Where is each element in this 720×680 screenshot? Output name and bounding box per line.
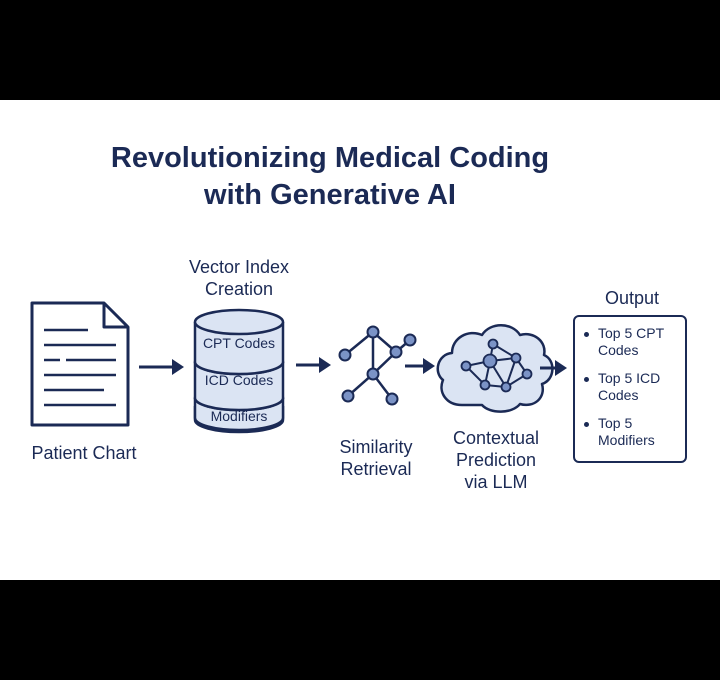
label-similarity-retrieval: Similarity Retrieval: [326, 436, 426, 480]
db-layer-modifiers: Modifiers: [211, 408, 268, 424]
output-item-cpt-line-2: Codes: [598, 342, 639, 358]
label-similarity-line-2: Retrieval: [340, 459, 412, 479]
diagram-canvas: Revolutionizing Medical Coding with Gene…: [0, 100, 720, 580]
arrow-right-icon: [296, 357, 331, 373]
database-icon: CPT Codes ICD Codes Modifiers: [193, 308, 285, 434]
label-vector-index-line-1: Vector Index: [188, 257, 290, 277]
label-patient-chart: Patient Chart: [31, 443, 137, 463]
bullet-icon: [584, 422, 589, 427]
output-item-cpt: Top 5 CPT Codes: [575, 325, 685, 359]
label-contextual-line-1: Contextual: [452, 428, 540, 448]
output-item-modifiers-line-2: Modifiers: [598, 432, 655, 448]
document-icon: [30, 301, 130, 427]
output-box: Top 5 CPT Codes Top 5 ICD Codes Top 5 Mo…: [573, 315, 687, 463]
cloud-network-icon: [436, 324, 554, 413]
label-contextual-prediction: Contextual Prediction via LLM: [437, 427, 555, 493]
arrow-right-icon: [139, 359, 184, 375]
label-similarity-line-1: Similarity: [339, 437, 413, 457]
diagram-title: Revolutionizing Medical Coding with Gene…: [0, 140, 660, 214]
output-list: Top 5 CPT Codes Top 5 ICD Codes Top 5 Mo…: [575, 317, 685, 449]
output-item-cpt-line-1: Top 5 CPT: [598, 325, 665, 341]
output-item-icd-line-1: Top 5 ICD: [598, 370, 661, 386]
output-item-modifiers: Top 5 Modifiers: [575, 415, 685, 449]
label-contextual-line-2: Prediction: [455, 450, 537, 470]
flow-graphic: CPT Codes ICD Codes Modifiers: [30, 301, 567, 434]
label-vector-index-line-2: Creation: [204, 279, 274, 299]
label-vector-index: Vector Index Creation: [168, 256, 310, 300]
bullet-icon: [584, 332, 589, 337]
title-line-1: Revolutionizing Medical Coding: [110, 142, 550, 174]
arrow-right-icon: [540, 360, 567, 376]
output-item-icd-line-2: Codes: [598, 387, 639, 403]
output-item-icd: Top 5 ICD Codes: [575, 370, 685, 404]
db-layer-icd: ICD Codes: [205, 372, 273, 388]
output-item-modifiers-line-1: Top 5: [598, 415, 633, 431]
network-graph-icon: [338, 325, 417, 406]
arrow-right-icon: [405, 358, 435, 374]
title-line-2: with Generative AI: [204, 179, 456, 211]
db-layer-cpt: CPT Codes: [203, 335, 275, 351]
bullet-icon: [584, 377, 589, 382]
label-output: Output: [604, 288, 660, 308]
label-contextual-line-3: via LLM: [464, 472, 528, 492]
